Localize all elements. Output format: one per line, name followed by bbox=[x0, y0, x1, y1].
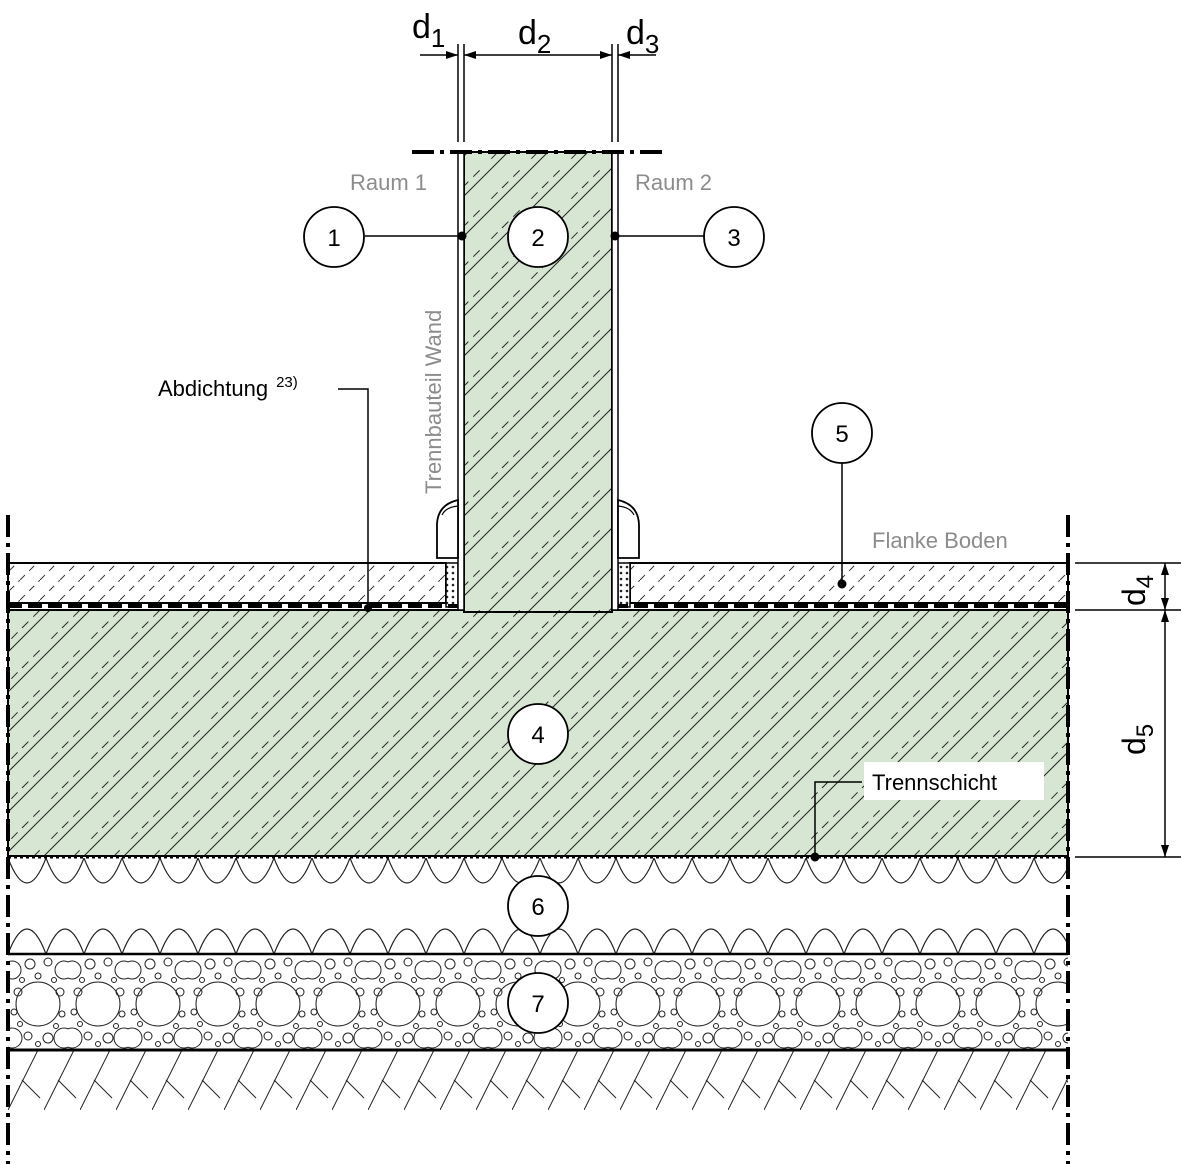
marker-5 bbox=[811, 402, 873, 464]
dim-d3: d3 bbox=[626, 14, 659, 59]
marker-7-label: 7 bbox=[531, 991, 544, 1018]
marker-1 bbox=[303, 206, 365, 268]
dim-d4: d4 bbox=[1116, 575, 1159, 606]
marker-1-label: 1 bbox=[327, 225, 340, 252]
dim-d2: d2 bbox=[518, 14, 551, 59]
wall-label: Trennbauteil Wand bbox=[421, 310, 446, 494]
marker-3-label: 3 bbox=[727, 225, 740, 252]
dim-d5: d5 bbox=[1116, 724, 1159, 755]
room-2-label: Raum 2 bbox=[635, 170, 712, 195]
screed-right bbox=[629, 562, 1069, 604]
edge-strip-right bbox=[617, 562, 631, 608]
marker-4-label: 4 bbox=[531, 722, 544, 749]
marker-5-label: 5 bbox=[835, 421, 848, 448]
marker-7 bbox=[507, 972, 569, 1034]
flank-floor-label: Flanke Boden bbox=[872, 528, 1008, 553]
top-dimension-chain bbox=[420, 44, 656, 142]
screed-left bbox=[7, 562, 447, 604]
marker-6 bbox=[507, 875, 569, 937]
edge-strip-left bbox=[445, 562, 459, 608]
separating-layer-leader bbox=[814, 781, 862, 857]
marker-3 bbox=[703, 206, 765, 268]
dim-d1: d1 bbox=[412, 8, 445, 53]
marker-6-label: 6 bbox=[531, 894, 544, 921]
marker-2 bbox=[507, 206, 569, 268]
waterproofing-leader bbox=[338, 388, 369, 608]
marker-4 bbox=[507, 703, 569, 765]
separating-layer-label: Trennschicht bbox=[872, 770, 997, 795]
soil-layer bbox=[8, 1050, 1068, 1110]
room-1-label: Raum 1 bbox=[350, 170, 427, 195]
marker-2-label: 2 bbox=[531, 225, 544, 252]
